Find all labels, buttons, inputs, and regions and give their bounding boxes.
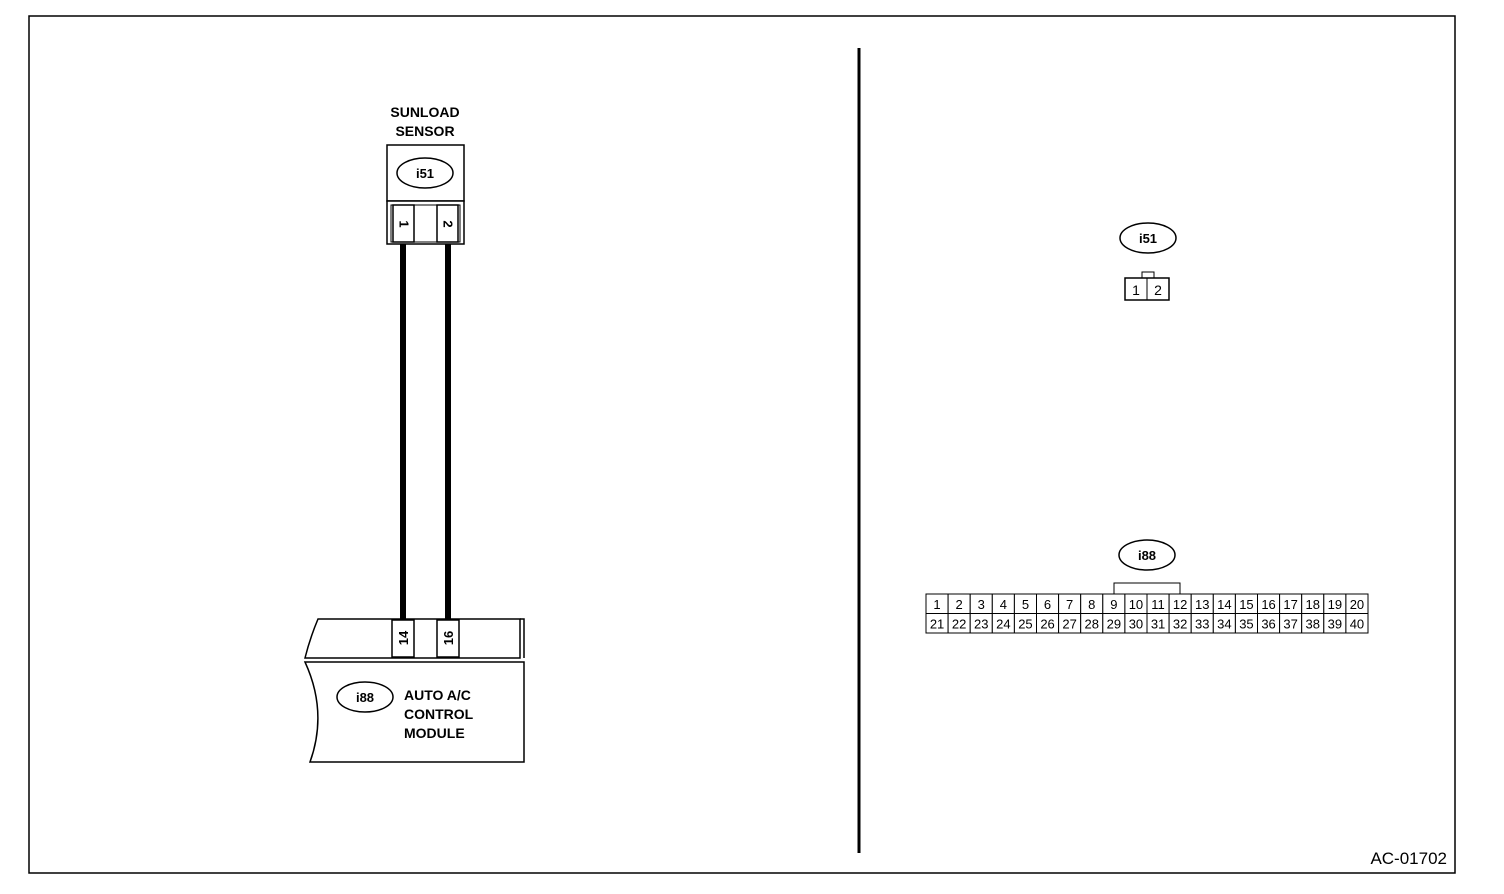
i51-face-latch (1141, 271, 1155, 279)
i88-pin-number: 24 (996, 617, 1010, 632)
i88-pin-number: 36 (1261, 617, 1275, 632)
i88-pin-number: 16 (1261, 597, 1275, 612)
i88-pin-number: 12 (1173, 597, 1187, 612)
i88-pin-number: 34 (1217, 617, 1231, 632)
i88-pin-number: 11 (1151, 597, 1165, 612)
i88-pin-cell (1345, 613, 1369, 634)
i88-pin-number: 18 (1306, 597, 1320, 612)
i51-face-pin-1: 1 (1132, 282, 1140, 298)
sensor-label-line1: SUNLOAD (390, 104, 459, 120)
auto-ac-control-module: 14 16 i88 AUTO A/C CONTROL MODULE (303, 618, 525, 763)
i88-pin-number: 4 (1000, 597, 1007, 612)
module-connector-outline (520, 618, 525, 658)
i88-pin-number: 21 (930, 617, 944, 632)
i88-pin-number: 6 (1044, 597, 1051, 612)
i88-face-oval (1118, 539, 1176, 571)
i88-pin-number: 10 (1129, 597, 1143, 612)
i88-pin-number: 14 (1217, 597, 1231, 612)
i88-pin-number: 33 (1195, 617, 1209, 632)
i88-pin-number: 35 (1239, 617, 1253, 632)
i88-pin-number: 2 (956, 597, 963, 612)
i88-pin-number: 29 (1107, 617, 1121, 632)
sensor-pin-2-label: 2 (441, 220, 456, 227)
i88-pin-number: 39 (1328, 617, 1342, 632)
i88-pin-number: 37 (1283, 617, 1297, 632)
module-pin-16-label: 16 (441, 631, 456, 645)
i88-pin-number: 9 (1110, 597, 1117, 612)
sensor-pin-1-label: 1 (397, 220, 412, 227)
i88-pin-number: 22 (952, 617, 966, 632)
sensor-connector-oval (396, 157, 454, 189)
sunload-sensor: SUNLOAD SENSOR i51 1 2 (386, 104, 465, 245)
connector-i51-face: i51 1 2 (1119, 222, 1177, 301)
i88-pin-number: 3 (978, 597, 985, 612)
module-connector-id: i88 (356, 690, 374, 705)
module-pin-16-cell (436, 619, 460, 658)
i88-pin-number: 7 (1066, 597, 1073, 612)
i88-pin-number: 27 (1062, 617, 1076, 632)
sensor-pin-2-cell (436, 204, 459, 243)
module-pin-14-label: 14 (396, 630, 411, 645)
i88-pin-number: 30 (1129, 617, 1143, 632)
sensor-connector-id: i51 (416, 166, 434, 181)
i88-pin-number: 19 (1328, 597, 1342, 612)
i88-pin-number: 32 (1173, 617, 1187, 632)
i88-face-latch (1113, 582, 1181, 595)
i88-pin-number: 23 (974, 617, 988, 632)
module-connector-oval (336, 681, 394, 713)
module-label-line3: MODULE (404, 725, 465, 741)
sensor-pin-1-cell (392, 204, 415, 243)
outer-frame (28, 15, 1456, 874)
i88-pin-number: 40 (1350, 617, 1364, 632)
sensor-label-line2: SENSOR (395, 123, 454, 139)
i88-pin-number: 8 (1088, 597, 1095, 612)
i88-pin-number: 15 (1239, 597, 1253, 612)
i88-pin-number: 20 (1350, 597, 1364, 612)
i88-pin-number: 13 (1195, 597, 1209, 612)
figure-code: AC-01702 (1370, 849, 1447, 868)
i88-face-id: i88 (1138, 548, 1156, 563)
i88-pin-number: 28 (1085, 617, 1099, 632)
i88-pin-number: 26 (1040, 617, 1054, 632)
i51-face-id: i51 (1139, 231, 1157, 246)
module-label-line1: AUTO A/C (404, 687, 471, 703)
i88-pin-number: 17 (1283, 597, 1297, 612)
i88-pin-number: 38 (1306, 617, 1320, 632)
i88-pin-number: 25 (1018, 617, 1032, 632)
i88-pin-number: 5 (1022, 597, 1029, 612)
i88-pin-number: 31 (1151, 617, 1165, 632)
module-label-line2: CONTROL (404, 706, 474, 722)
i51-face-oval (1119, 222, 1177, 254)
i51-face-pin-2: 2 (1154, 282, 1162, 298)
i88-pin-number: 1 (933, 597, 940, 612)
